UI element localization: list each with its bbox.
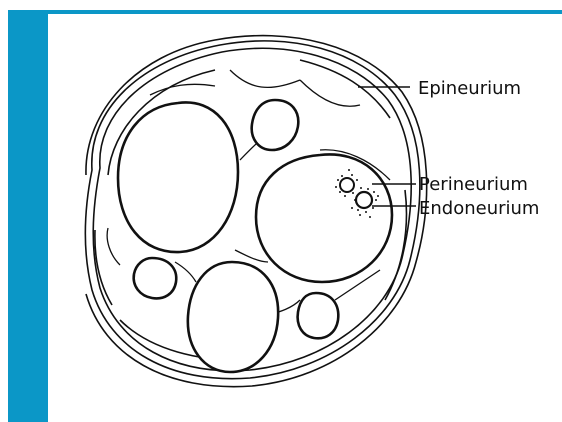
left-accent-bar — [8, 10, 48, 422]
label-epineurium: Epineurium — [418, 78, 521, 99]
fascicle-large-left — [118, 102, 238, 252]
label-endoneurium: Endoneurium — [419, 198, 539, 219]
fascicle-bottom — [188, 262, 278, 372]
fascicle-small-bottom-right — [298, 293, 339, 338]
fascicle-small-left — [134, 258, 177, 298]
top-margin — [0, 0, 562, 10]
fascicle-large-right — [256, 154, 392, 282]
label-perineurium: Perineurium — [419, 174, 528, 195]
fascicle-small-top — [252, 100, 299, 150]
nerve-cross-section-diagram: Epineurium Perineurium Endoneurium — [48, 14, 562, 422]
